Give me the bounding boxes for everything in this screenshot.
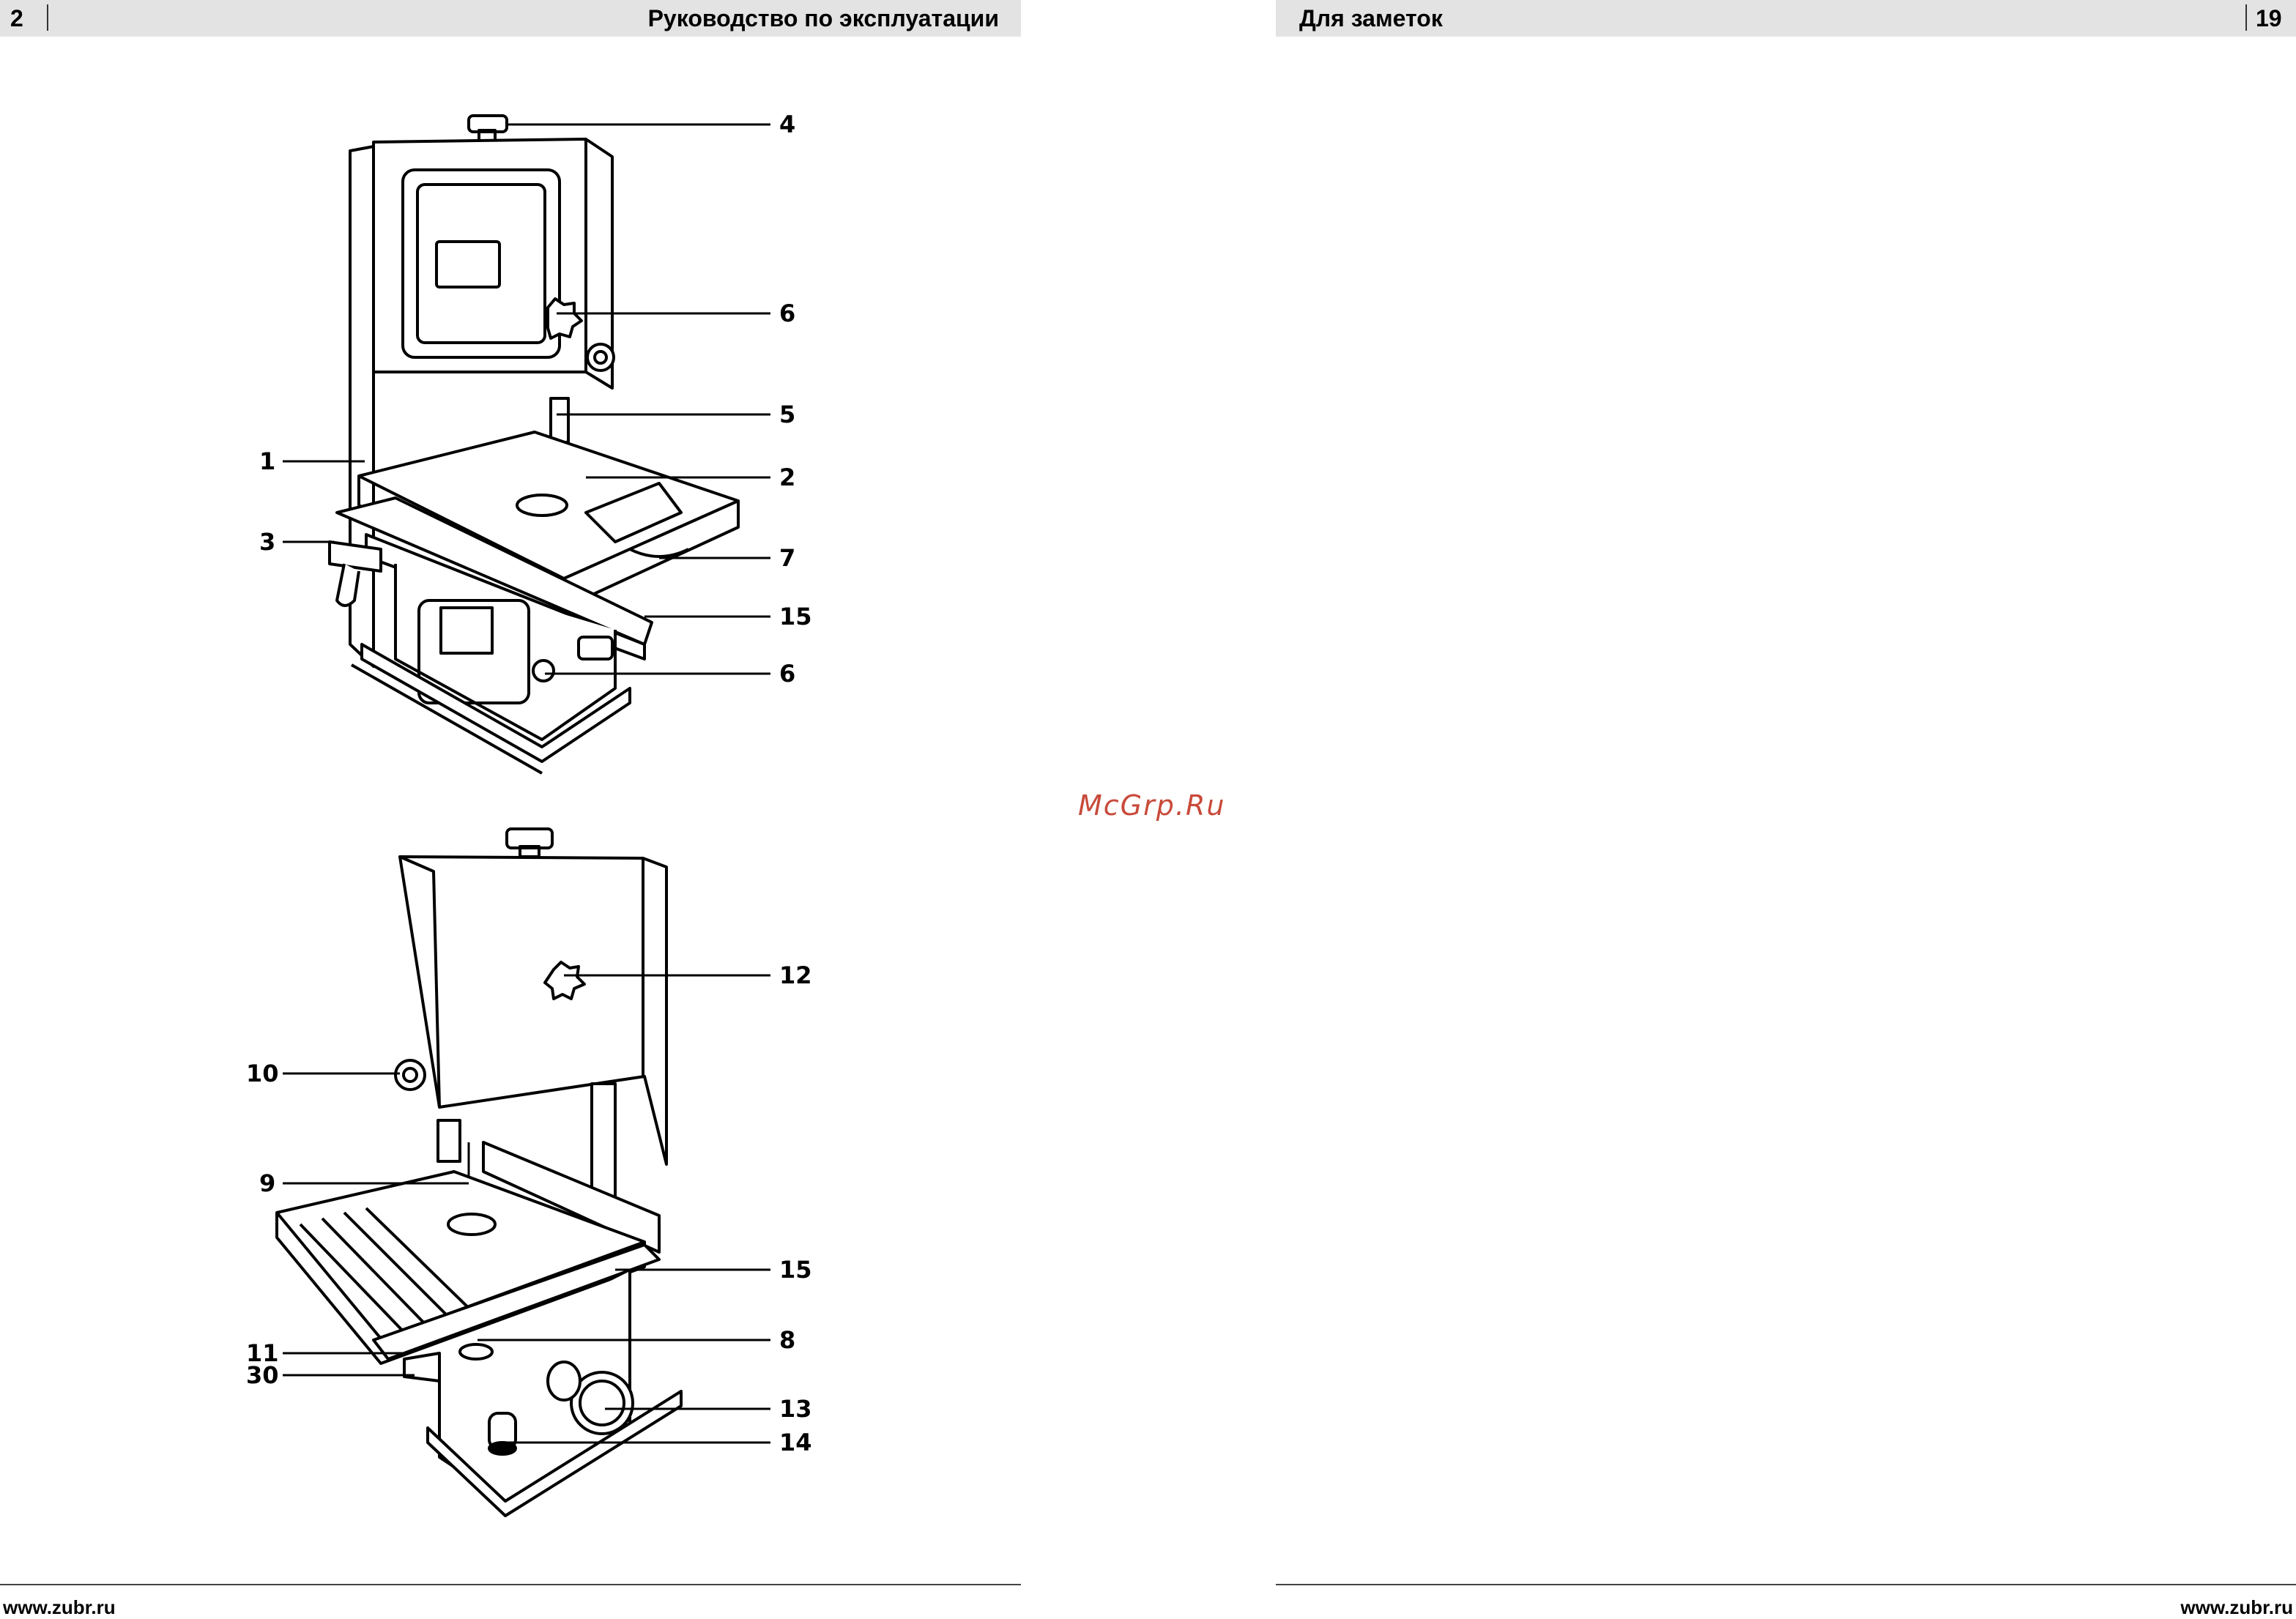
callout-label: 10 (246, 1060, 279, 1087)
callout-label: 14 (779, 1429, 812, 1456)
left-footer-url[interactable]: www.zubr.ru (3, 1596, 116, 1619)
callout-label: 15 (779, 1257, 812, 1283)
callout-label: 5 (779, 401, 795, 428)
callout-label: 7 (779, 545, 795, 571)
callout-label: 3 (259, 529, 275, 555)
callout-label: 1 (259, 448, 275, 474)
callout-label: 13 (779, 1396, 812, 1422)
callout-label: 8 (779, 1327, 795, 1353)
callout-label: 15 (779, 603, 812, 630)
right-footer-rule (1276, 1584, 2296, 1585)
callout-label: 9 (259, 1170, 275, 1196)
band-saw-rear-view (277, 829, 681, 1516)
callout-label: 30 (246, 1362, 279, 1388)
right-footer-url[interactable]: www.zubr.ru (2180, 1596, 2293, 1619)
callout-label: 12 (779, 962, 812, 989)
callout-label: 4 (779, 111, 795, 138)
callout-label: 2 (779, 464, 795, 491)
left-footer-rule (0, 1584, 1021, 1585)
callout-label: 6 (779, 660, 795, 687)
callout-label: 6 (779, 300, 795, 327)
